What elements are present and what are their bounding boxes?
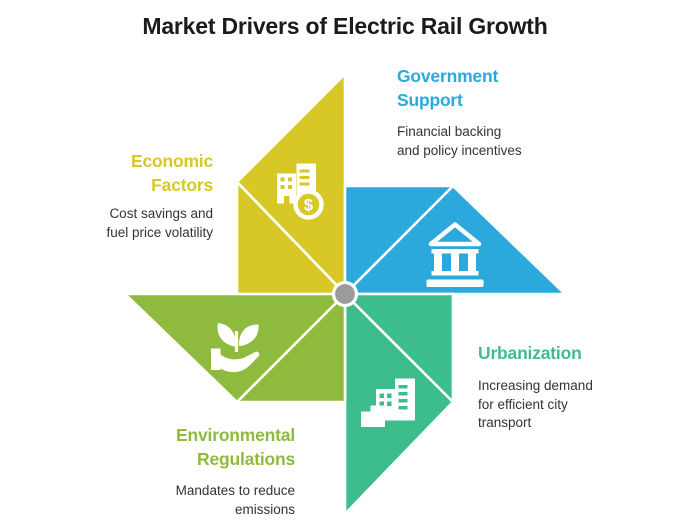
- environmental-regulations-desc: Mandates to reduce emissions: [175, 483, 295, 517]
- urbanization-blade-fold-triangle: [343, 292, 455, 404]
- government-blade-fold-triangle: [343, 184, 455, 296]
- hub-dot: [331, 280, 359, 308]
- urbanization-label: Urbanization: [478, 343, 582, 363]
- urbanization-desc: Increasing demand for efficient city tra…: [478, 378, 593, 430]
- economic-factors-block: Economic Factors: [131, 149, 213, 197]
- government-support-desc: Financial backing and policy incentives: [397, 124, 522, 158]
- environmental-regulations-blade: [123, 292, 347, 404]
- government-support-block: Government Support: [397, 64, 498, 112]
- government-support-label: Government Support: [397, 66, 499, 110]
- government-support-blade: [343, 184, 567, 296]
- environmental-blade-fold-triangle: [235, 292, 347, 404]
- urbanization-blade: [343, 292, 455, 516]
- page-title: Market Drivers of Electric Rail Growth: [142, 13, 548, 39]
- environmental-regulations-block: Environmental Regulations: [176, 423, 295, 471]
- hand-plant-icon: [211, 323, 260, 373]
- bank-icon: [426, 222, 484, 287]
- city-buildings-icon: [361, 378, 415, 427]
- economic-factors-blade: $: [235, 72, 347, 296]
- buildings-dollar-icon: $: [277, 163, 324, 220]
- economic-factors-desc: Cost savings and fuel price volatility: [106, 206, 213, 240]
- environmental-regulations-label: Environmental Regulations: [176, 425, 295, 469]
- economic-factors-label: Economic Factors: [130, 151, 213, 195]
- dollar-glyph: $: [304, 197, 313, 215]
- urbanization-block: Urbanization: [478, 341, 582, 365]
